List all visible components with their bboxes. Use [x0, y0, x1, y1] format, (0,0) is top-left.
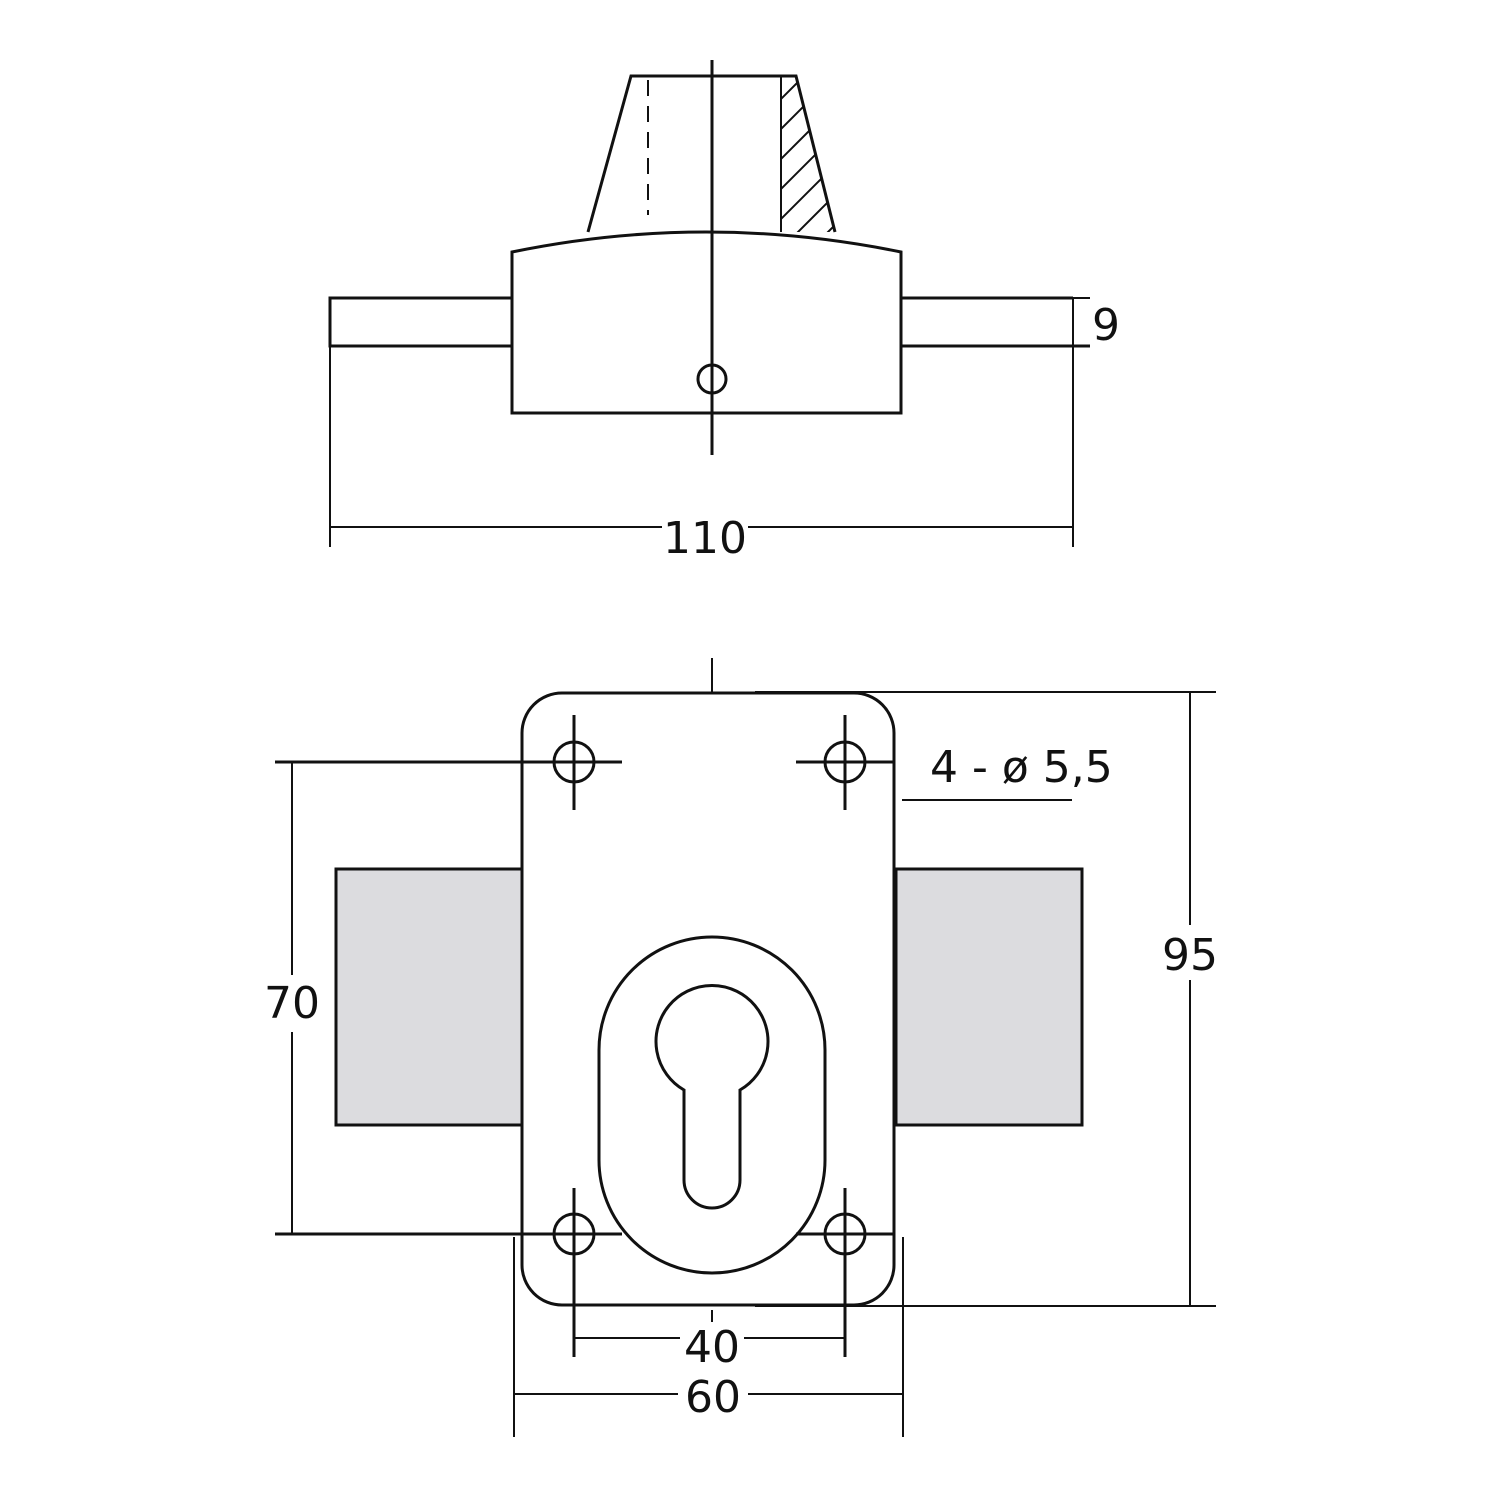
escutcheon	[597, 935, 827, 1275]
dim-40-label-bg	[680, 1322, 744, 1362]
hole-spec-label: 4 - ø 5,5	[930, 742, 1113, 793]
left-bolt	[328, 296, 512, 348]
case-body	[510, 230, 903, 415]
pin-hole	[696, 363, 728, 395]
keyhole	[654, 984, 770, 1210]
dim-110-label: 110	[663, 513, 747, 564]
front-plate	[520, 691, 896, 1307]
front-view: 70 95 4 - ø 5,5 40 60	[264, 658, 1218, 1437]
right-bolt-face	[894, 867, 1084, 1127]
dim-70-label: 70	[264, 978, 320, 1029]
dim-9-label: 9	[1092, 300, 1120, 351]
mounting-hole-bottom-right	[796, 1188, 893, 1357]
dim-60-label: 60	[685, 1372, 741, 1423]
top-view: 9 110	[328, 60, 1120, 564]
left-bolt-face	[334, 867, 524, 1127]
dim-95-label: 95	[1162, 930, 1218, 981]
mounting-hole-top-right	[796, 715, 893, 810]
dim-40-label: 40	[684, 1322, 740, 1373]
